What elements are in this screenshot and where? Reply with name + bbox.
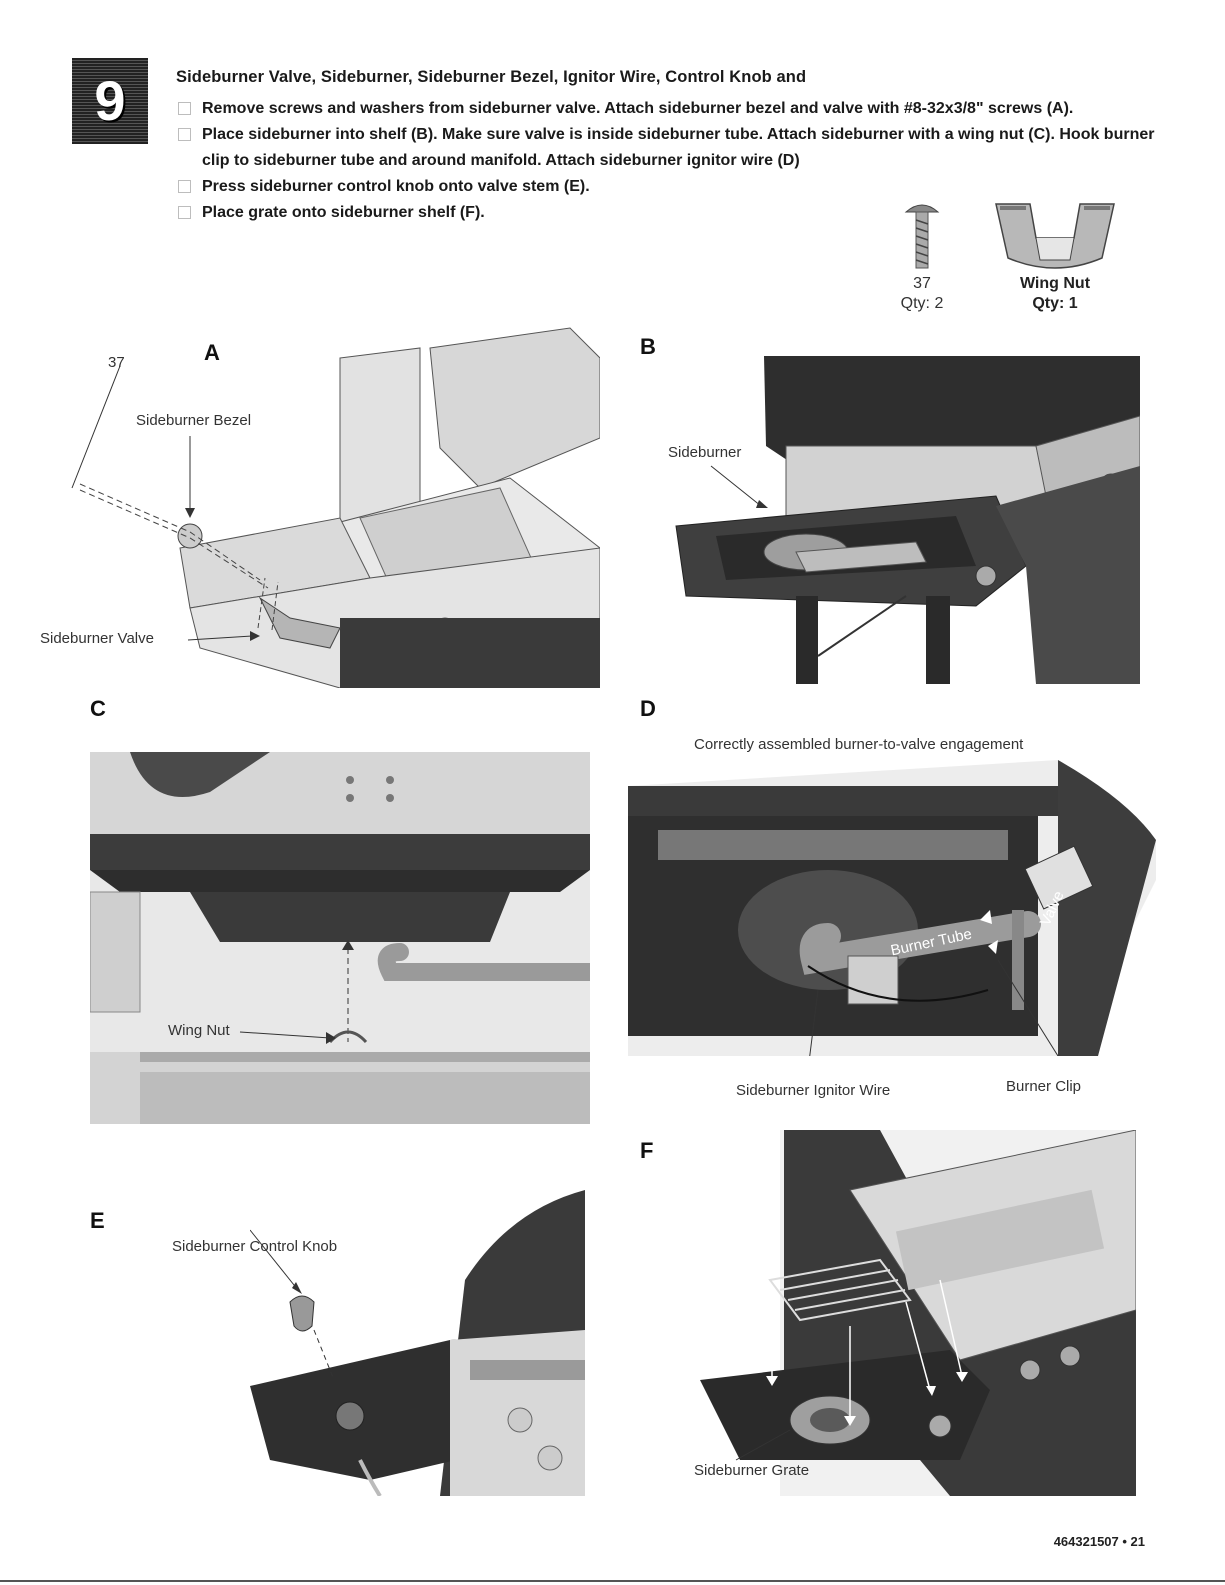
screw-icon	[904, 204, 940, 269]
part-qty: Qty: 1	[1032, 295, 1078, 312]
callout-sideburner: Sideburner	[668, 444, 742, 461]
part-id: 37	[913, 275, 931, 292]
instruction-text: Remove screws and washers from sideburne…	[202, 100, 1074, 117]
callout-sideburner-grate: Sideburner Grate	[694, 1462, 810, 1479]
figure-letter: C	[90, 696, 106, 721]
instruction-item: Remove screws and washers from sideburne…	[176, 96, 1156, 122]
part-wing-nut: Wing Nut Qty: 1	[990, 198, 1120, 314]
callout-part-37: 37	[108, 354, 125, 371]
figure-b-illustration	[656, 356, 1140, 684]
step-heading: Sideburner Valve, Sideburner, Sideburner…	[176, 68, 807, 86]
callout-sideburner-ignitor-wire: Sideburner Ignitor Wire	[736, 1082, 891, 1099]
instruction-item: Place sideburner into shelf (B). Make su…	[176, 122, 1156, 174]
figure-letter: E	[90, 1208, 105, 1233]
bottom-rule	[0, 1580, 1225, 1582]
figure-a-illustration	[71, 327, 600, 688]
callout-wing-nut: Wing Nut	[168, 1022, 230, 1039]
part-id: Wing Nut	[1019, 275, 1091, 292]
figure-d-illustration	[628, 760, 1156, 1056]
instruction-item: Press sideburner control knob onto valve…	[176, 174, 1156, 200]
part-screw: 37 Qty: 2	[892, 198, 952, 314]
figure-letter: F	[640, 1138, 654, 1163]
instruction-item: Place grate onto sideburner shelf (F).	[176, 200, 1156, 226]
step-number-badge: 9	[72, 58, 148, 144]
instruction-text: Place sideburner into shelf (B). Make su…	[202, 126, 1155, 169]
figure-c-illustration	[90, 752, 590, 1124]
checkbox-icon[interactable]	[178, 102, 191, 115]
figure-letter: A	[204, 340, 220, 365]
figure-letter: B	[640, 334, 656, 359]
callout-sideburner-control-knob: Sideburner Control Knob	[172, 1238, 338, 1255]
figure-d-caption: Correctly assembled burner-to-valve enga…	[694, 736, 1024, 753]
checkbox-icon[interactable]	[178, 128, 191, 141]
instruction-list: Remove screws and washers from sideburne…	[176, 96, 1156, 226]
figure-f-illustration	[700, 1130, 1136, 1496]
part-qty: Qty: 2	[900, 295, 944, 312]
instruction-text: Press sideburner control knob onto valve…	[202, 178, 590, 195]
callout-sideburner-valve: Sideburner Valve	[40, 630, 154, 647]
instruction-text: Place grate onto sideburner shelf (F).	[202, 204, 485, 221]
checkbox-icon[interactable]	[178, 206, 191, 219]
callout-sideburner-bezel: Sideburner Bezel	[136, 412, 252, 429]
figure-e-illustration	[250, 1190, 585, 1496]
checkbox-icon[interactable]	[178, 180, 191, 193]
wing-nut-icon	[995, 203, 1115, 269]
figure-letter: D	[640, 696, 656, 721]
page-footer: 464321507 • 21	[1053, 1534, 1145, 1549]
callout-burner-clip: Burner Clip	[1006, 1078, 1082, 1095]
